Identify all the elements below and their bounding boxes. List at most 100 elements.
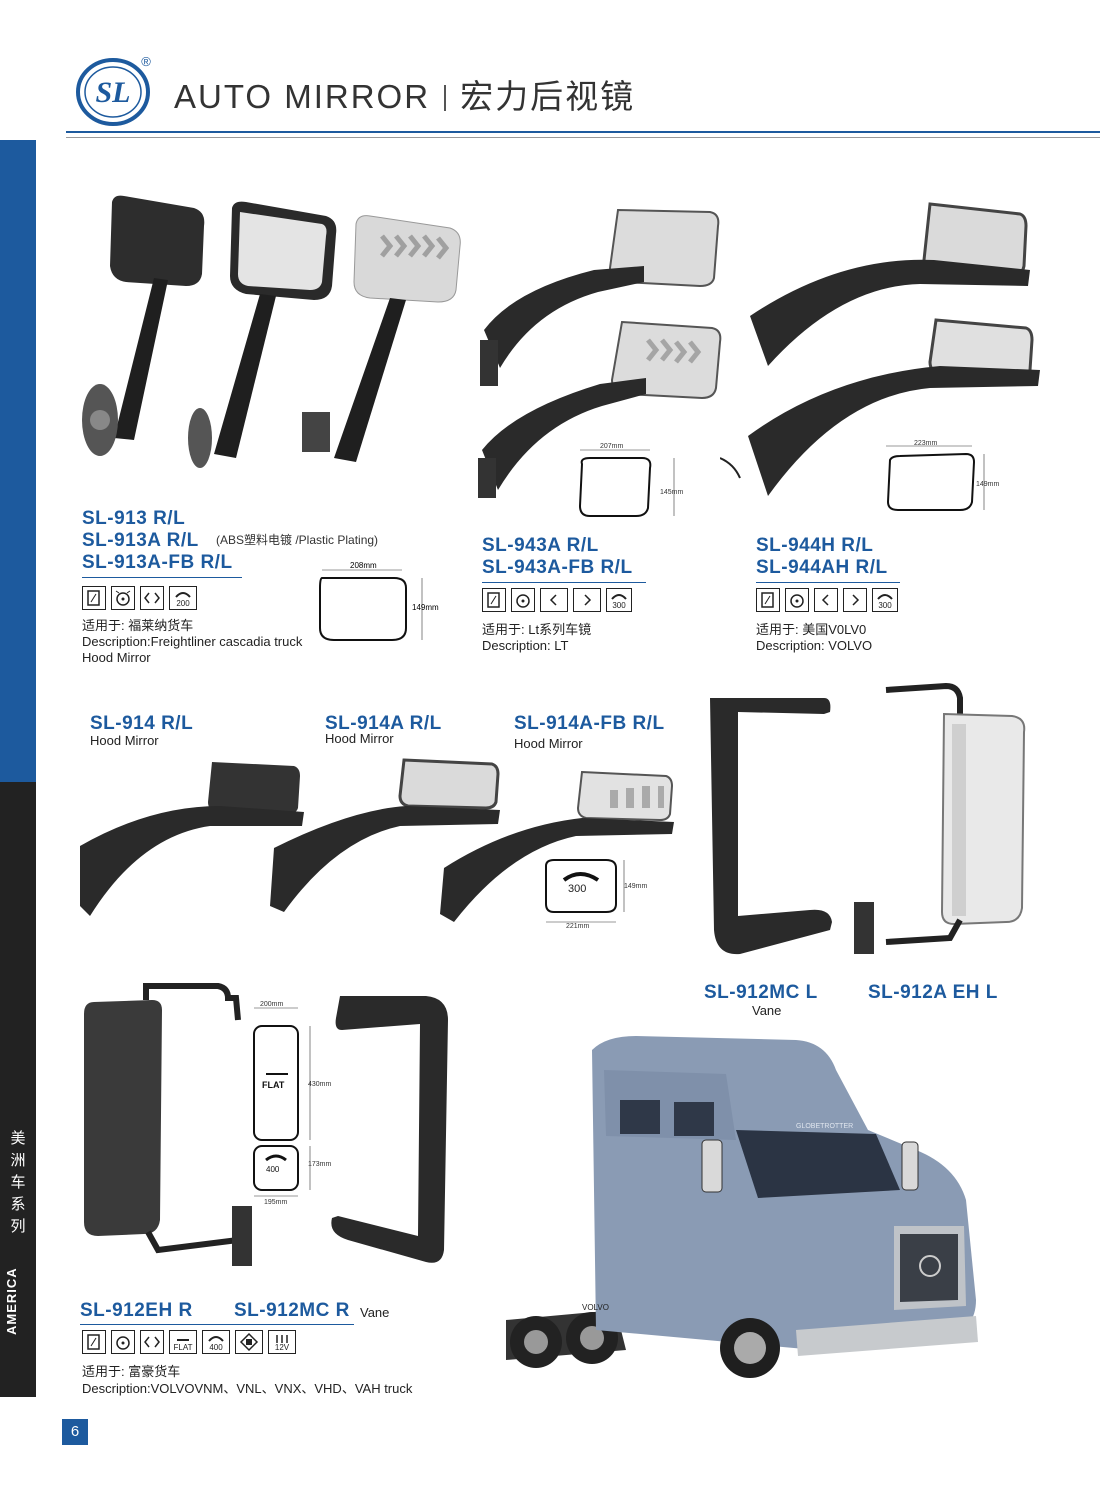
mirror-glass-icon: [756, 588, 780, 612]
truck-side-text: VOLVO: [582, 1303, 609, 1312]
mirror-913A-FB-chrome: [302, 215, 461, 462]
dim-914-height: 149mm: [624, 883, 648, 890]
mirror-913-black: [82, 195, 205, 456]
side-char: 列: [10, 1218, 26, 1235]
feature-icons-943: 300: [482, 588, 632, 612]
page-number: 6: [62, 1419, 88, 1445]
truck-windshield-text: GLOBETROTTER: [796, 1123, 853, 1130]
model-913: SL-913 R/L: [82, 508, 186, 529]
side-char: 洲: [10, 1152, 26, 1169]
mirror-914-images: [80, 758, 674, 922]
side-tab-dark: [0, 782, 36, 1397]
mirror-912EH-R-image: [84, 983, 252, 1266]
sub-914A-FB: Hood Mirror: [514, 736, 583, 751]
curvature-value: 400: [209, 1343, 223, 1352]
feature-icons-912: FLAT 400 12V: [82, 1330, 296, 1354]
model-944AH: SL-944AH R/L: [756, 557, 888, 578]
flat-label: FLAT: [262, 1080, 285, 1090]
model-944H: SL-944H R/L: [756, 535, 874, 556]
model-underline: [482, 582, 646, 583]
dim-944-width: 223mm: [914, 440, 938, 447]
curvature-value: 300: [612, 601, 626, 610]
description-913: Description:Freightliner cascadia truck: [82, 634, 303, 649]
mirror-944H: [750, 202, 1030, 366]
glass-914-value: 300: [568, 883, 586, 895]
model-912MC-R: SL-912MC R: [234, 1300, 350, 1321]
mirror-944-images: [720, 202, 1040, 496]
mirror-943A-FB: [478, 320, 722, 498]
dimension-diagram-943: 207mm 145mm: [578, 443, 684, 517]
heated-icon-label: 12V: [274, 1343, 290, 1352]
flat-glass-icon: FLAT: [169, 1330, 197, 1354]
logo-text: SL: [95, 76, 130, 109]
registered-mark: ®: [141, 54, 151, 69]
curvature-icon: 200: [169, 586, 197, 610]
description-943: Description: LT: [482, 638, 569, 653]
power-adjust-icon: [235, 1330, 263, 1354]
heated-icon: 12V: [268, 1330, 296, 1354]
steering-adjust-icon: [111, 586, 135, 610]
curvature-value: 300: [878, 601, 892, 610]
model-914A-FB: SL-914A-FB R/L: [514, 713, 665, 734]
model-912EH-R: SL-912EH R: [80, 1300, 193, 1321]
truck-image: GLOBETROTTER VOLVO: [506, 1036, 978, 1378]
model-912A-EH-L: SL-912A EH L: [868, 982, 998, 1003]
side-char: 美: [10, 1130, 26, 1147]
mirror-912A-EH-L-image: [854, 682, 1026, 954]
title-en: AUTO MIRROR: [174, 78, 431, 115]
sub-914: Hood Mirror: [90, 733, 159, 748]
model-943A: SL-943A R/L: [482, 535, 599, 556]
feature-icons-913: 200: [82, 586, 197, 610]
model-943A-FB: SL-943A-FB R/L: [482, 557, 633, 578]
fold-arrows-icon: [140, 1330, 164, 1354]
dim-912-bottom-width: 195mm: [264, 1199, 288, 1206]
dim-913-height: 149mm: [412, 603, 439, 612]
dim-944-height: 149mm: [976, 481, 1000, 488]
mirror-glass-icon: [482, 588, 506, 612]
description-913-hood: Hood Mirror: [82, 650, 151, 665]
model-913A-FB: SL-913A-FB R/L: [82, 552, 233, 573]
title-cn: 宏力后视镜: [460, 78, 636, 115]
dim-912-low-height: 173mm: [308, 1161, 332, 1168]
vane-912MC-L-image: [710, 698, 832, 955]
model-underline: [756, 582, 900, 583]
dimension-diagram-913: 208mm 149mm: [319, 561, 439, 641]
description-912: Description:VOLVOVNM、VNL、VNX、VHD、VAH tru…: [82, 1381, 413, 1396]
model-914: SL-914 R/L: [90, 713, 194, 734]
header-rule: [66, 131, 1100, 133]
mirror-944AH: [720, 318, 1040, 496]
left-arrow-icon: [814, 588, 838, 612]
dim-943-height: 145mm: [660, 489, 684, 496]
mirror-glass-icon: [82, 586, 106, 610]
model-912MC-L: SL-912MC L: [704, 982, 818, 1003]
sub-912MC-L: Vane: [752, 1003, 782, 1018]
dim-912-top-width: 200mm: [260, 1001, 284, 1008]
side-tab-en: AMERICA: [4, 1267, 19, 1335]
mirror-943A: [480, 208, 720, 386]
steering-adjust-icon: [111, 1330, 135, 1354]
applicable-912: 适用于: 富豪货车: [82, 1364, 181, 1379]
mirror-913-images: [82, 195, 461, 468]
dimension-diagram-944: 223mm 149mm: [886, 440, 1000, 511]
dim-913-width: 208mm: [350, 561, 377, 570]
feature-icons-944: 300: [756, 588, 898, 612]
curvature-icon: 400: [202, 1330, 230, 1354]
model-underline: [80, 1324, 354, 1325]
dim-914-width: 221mm: [566, 923, 590, 930]
header-rule-thin: [66, 137, 1100, 138]
fold-arrows-icon: [140, 586, 164, 610]
model-913A: SL-913A R/L: [82, 530, 199, 551]
side-tab-blue: [0, 140, 36, 782]
dim-912-flat-height: 430mm: [308, 1081, 332, 1088]
title-separator: [444, 85, 447, 111]
dimension-diagram-912: 200mm FLAT 400 430mm 173mm 195mm: [253, 1001, 332, 1206]
flat-icon-label: FLAT: [173, 1343, 193, 1352]
applicable-943: 适用于: Lt系列车镜: [482, 622, 592, 637]
mirror-914A-chrome: [270, 758, 500, 912]
note-913A: (ABS塑料电镀 /Plastic Plating): [216, 533, 379, 547]
glass-912-value: 400: [266, 1165, 280, 1174]
right-arrow-icon: [573, 588, 601, 612]
steering-adjust-icon: [511, 588, 535, 612]
curvature-icon: 300: [872, 588, 898, 612]
left-arrow-icon: [540, 588, 568, 612]
